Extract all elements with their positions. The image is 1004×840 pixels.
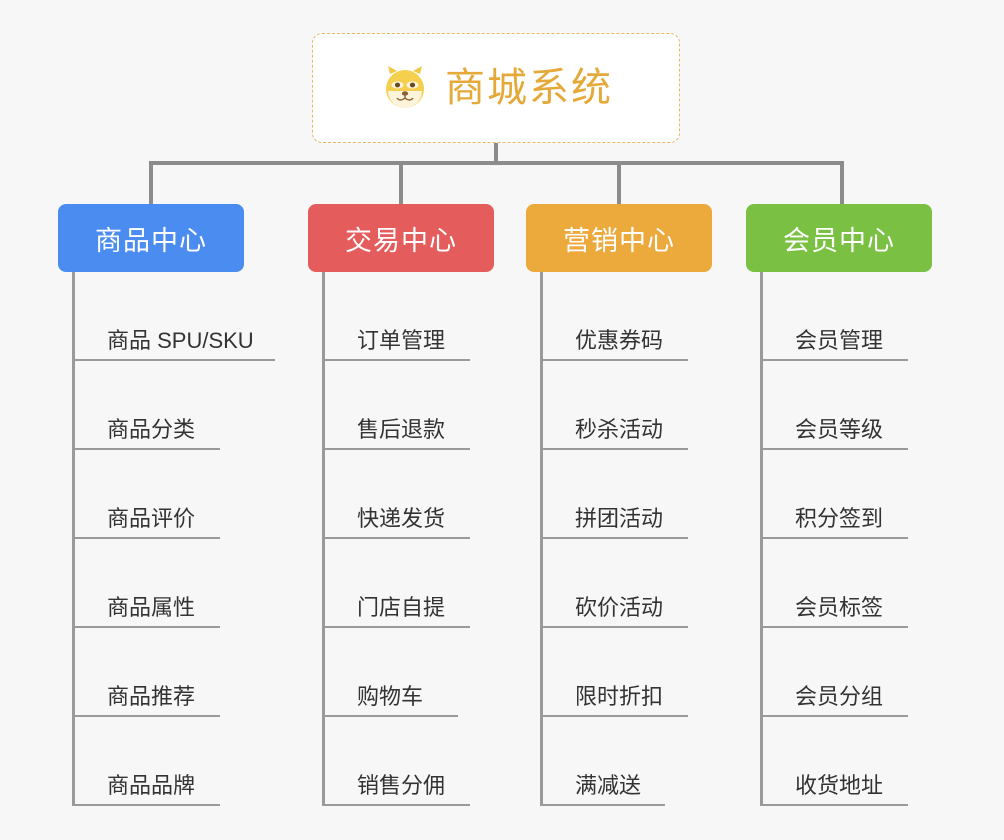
leaf-item[interactable]: 商品 SPU/SKU <box>75 272 275 361</box>
connector-drop-3 <box>840 161 844 206</box>
connector-bus <box>149 161 844 165</box>
connector-root-stem <box>494 143 498 165</box>
leaf-label: 快递发货 <box>357 505 446 531</box>
leaf-list-0: 商品 SPU/SKU 商品分类 商品评价 商品属性 商品推荐 商品品牌 <box>72 272 275 806</box>
connector-drop-0 <box>149 161 153 206</box>
leaf-item[interactable]: 满减送 <box>543 717 665 806</box>
connector-drop-1 <box>399 161 403 206</box>
leaf-list-1: 订单管理 售后退款 快递发货 门店自提 购物车 销售分佣 <box>322 272 494 806</box>
leaf-label: 订单管理 <box>357 327 446 353</box>
category-label-1: 交易中心 <box>345 225 457 256</box>
category-label-0: 商品中心 <box>95 225 207 256</box>
leaf-item[interactable]: 商品品牌 <box>75 717 220 806</box>
leaf-label: 会员等级 <box>795 416 884 442</box>
leaf-label: 秒杀活动 <box>575 416 664 442</box>
category-box-1[interactable]: 交易中心 <box>308 204 494 272</box>
leaf-label: 拼团活动 <box>575 505 664 531</box>
connector-drop-2 <box>617 161 621 206</box>
leaf-item[interactable]: 会员分组 <box>763 628 908 717</box>
leaf-label: 商品推荐 <box>107 683 196 709</box>
root-title: 商城系统 <box>445 66 613 110</box>
category-box-2[interactable]: 营销中心 <box>526 204 712 272</box>
leaf-item[interactable]: 门店自提 <box>325 539 470 628</box>
category-box-0[interactable]: 商品中心 <box>58 204 244 272</box>
leaf-item[interactable]: 售后退款 <box>325 361 470 450</box>
leaf-list-3: 会员管理 会员等级 积分签到 会员标签 会员分组 收货地址 <box>760 272 932 806</box>
leaf-item[interactable]: 商品推荐 <box>75 628 220 717</box>
leaf-label: 满减送 <box>575 772 642 798</box>
root-node[interactable]: 商城系统 <box>312 33 680 143</box>
category-box-3[interactable]: 会员中心 <box>746 204 932 272</box>
leaf-item[interactable]: 商品分类 <box>75 361 220 450</box>
leaf-item[interactable]: 订单管理 <box>325 272 470 361</box>
leaf-label: 会员标签 <box>795 594 884 620</box>
leaf-label: 会员分组 <box>795 683 884 709</box>
leaf-label: 砍价活动 <box>575 594 664 620</box>
leaf-item[interactable]: 会员等级 <box>763 361 908 450</box>
leaf-item[interactable]: 砍价活动 <box>543 539 688 628</box>
leaf-item[interactable]: 会员标签 <box>763 539 908 628</box>
leaf-label: 门店自提 <box>357 594 446 620</box>
leaf-label: 商品 SPU/SKU <box>107 327 254 353</box>
leaf-item[interactable]: 商品评价 <box>75 450 220 539</box>
leaf-item[interactable]: 销售分佣 <box>325 717 470 806</box>
leaf-label: 售后退款 <box>357 416 446 442</box>
leaf-label: 积分签到 <box>795 505 884 531</box>
branch-column-3: 会员中心 会员管理 会员等级 积分签到 会员标签 会员分组 收货地址 <box>746 204 932 806</box>
leaf-item[interactable]: 积分签到 <box>763 450 908 539</box>
leaf-label: 优惠券码 <box>575 327 664 353</box>
leaf-label: 商品评价 <box>107 505 196 531</box>
leaf-label: 商品分类 <box>107 416 196 442</box>
leaf-item[interactable]: 优惠券码 <box>543 272 688 361</box>
leaf-item[interactable]: 会员管理 <box>763 272 908 361</box>
leaf-item[interactable]: 收货地址 <box>763 717 908 806</box>
branch-column-2: 营销中心 优惠券码 秒杀活动 拼团活动 砍价活动 限时折扣 满减送 <box>526 204 712 806</box>
leaf-list-2: 优惠券码 秒杀活动 拼团活动 砍价活动 限时折扣 满减送 <box>540 272 712 806</box>
leaf-item[interactable]: 购物车 <box>325 628 458 717</box>
leaf-label: 销售分佣 <box>357 772 446 798</box>
leaf-label: 商品品牌 <box>107 772 196 798</box>
category-label-3: 会员中心 <box>783 225 895 256</box>
leaf-label: 购物车 <box>357 683 424 709</box>
dog-face-icon <box>379 62 431 114</box>
branch-column-0: 商品中心 商品 SPU/SKU 商品分类 商品评价 商品属性 商品推荐 商品品牌 <box>58 204 275 806</box>
leaf-label: 商品属性 <box>107 594 196 620</box>
leaf-item[interactable]: 快递发货 <box>325 450 470 539</box>
leaf-label: 会员管理 <box>795 327 884 353</box>
category-label-2: 营销中心 <box>563 225 675 256</box>
leaf-item[interactable]: 商品属性 <box>75 539 220 628</box>
leaf-item[interactable]: 秒杀活动 <box>543 361 688 450</box>
leaf-item[interactable]: 拼团活动 <box>543 450 688 539</box>
leaf-item[interactable]: 限时折扣 <box>543 628 688 717</box>
leaf-label: 限时折扣 <box>575 683 664 709</box>
leaf-label: 收货地址 <box>795 772 884 798</box>
branch-column-1: 交易中心 订单管理 售后退款 快递发货 门店自提 购物车 销售分佣 <box>308 204 494 806</box>
